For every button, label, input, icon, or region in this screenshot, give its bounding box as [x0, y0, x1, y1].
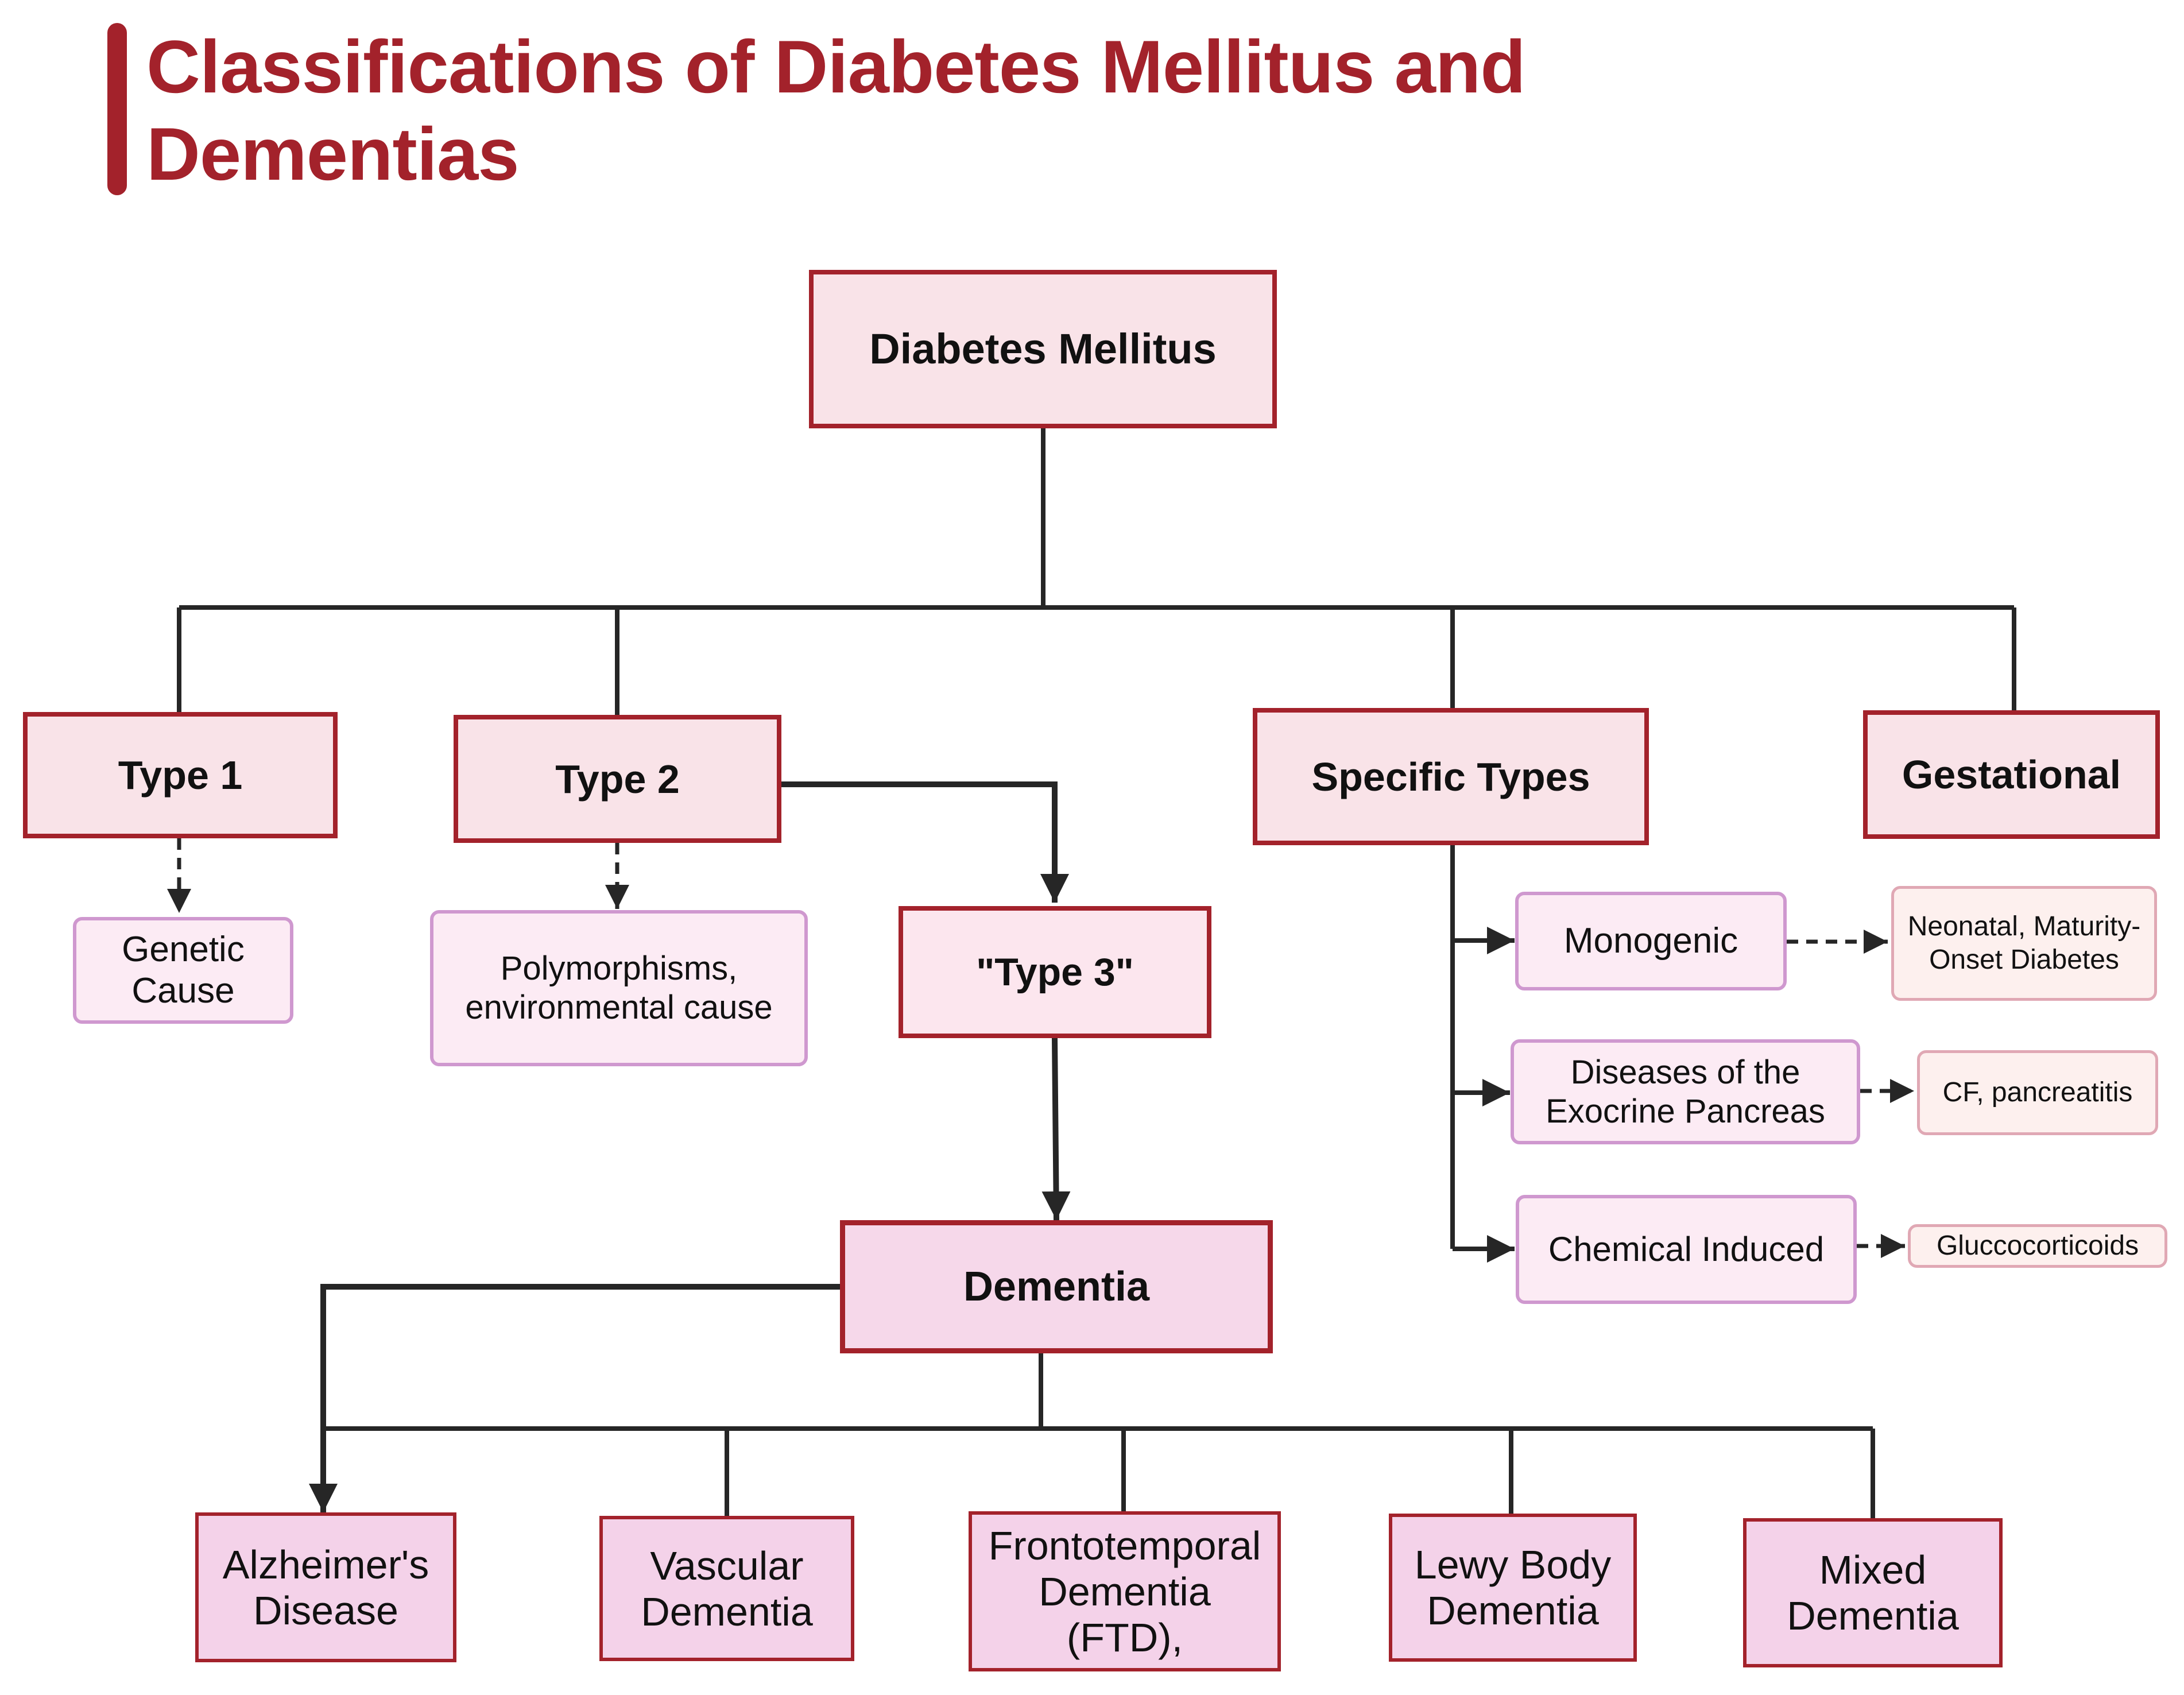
- diabetes-mellitus-label: Diabetes Mellitus: [869, 325, 1217, 373]
- chemical-example-box: Gluccocorticoids: [1908, 1224, 2167, 1268]
- dementia-type-label: Frontotemporal Dementia (FTD),: [988, 1523, 1261, 1660]
- gestational-label: Gestational: [1902, 752, 2121, 797]
- polymorphisms-label: Polymorphisms, environmental cause: [465, 950, 773, 1026]
- dementia-type-frontotemporal: Frontotemporal Dementia (FTD),: [969, 1511, 1281, 1671]
- monogenic-example-label: Neonatal, Maturity-Onset Diabetes: [1907, 911, 2141, 975]
- specific-types-box: Specific Types: [1253, 708, 1649, 845]
- page-title: Classifications of Diabetes Mellitus and…: [146, 25, 1526, 196]
- monogenic-label: Monogenic: [1563, 921, 1738, 961]
- exocrine-example-box: CF, pancreatitis: [1917, 1050, 2158, 1135]
- chemical-induced-label: Chemical Induced: [1548, 1230, 1825, 1268]
- specific-types-label: Specific Types: [1311, 754, 1590, 799]
- dementia-type-label: Vascular Dementia: [641, 1543, 813, 1634]
- type3-box: "Type 3": [899, 906, 1211, 1038]
- type3-to-dementia-arrow: [1041, 1038, 1071, 1221]
- dementia-type-label: Lewy Body Dementia: [1414, 1542, 1612, 1633]
- dementia-type-mixed: Mixed Dementia: [1743, 1518, 2003, 1667]
- type2-label: Type 2: [555, 756, 680, 802]
- type1-box: Type 1: [23, 712, 338, 838]
- monogenic-box: Monogenic: [1515, 892, 1787, 990]
- polymorphisms-box: Polymorphisms, environmental cause: [430, 910, 808, 1066]
- dementia-type-label: Mixed Dementia: [1787, 1547, 1959, 1638]
- genetic-cause-label: Genetic Cause: [122, 930, 245, 1011]
- dementia-type-lewy-body: Lewy Body Dementia: [1389, 1514, 1637, 1662]
- monogenic-example-box: Neonatal, Maturity-Onset Diabetes: [1891, 886, 2157, 1001]
- genetic-cause-box: Genetic Cause: [73, 917, 293, 1024]
- exocrine-example-label: CF, pancreatitis: [1942, 1077, 2133, 1108]
- type2-to-type3-arrow: [781, 781, 1069, 903]
- chemical-example-label: Gluccocorticoids: [1936, 1230, 2139, 1261]
- dementia-type-label: Alzheimer's Disease: [222, 1542, 429, 1633]
- title-accent-bar: [107, 23, 127, 195]
- dementia-type-alzheimers: Alzheimer's Disease: [195, 1512, 456, 1662]
- dementia-label: Dementia: [963, 1264, 1150, 1310]
- exocrine-pancreas-label: Diseases of the Exocrine Pancreas: [1546, 1053, 1825, 1130]
- type2-box: Type 2: [454, 715, 781, 843]
- diabetes-mellitus-box: Diabetes Mellitus: [809, 270, 1277, 428]
- dementia-to-alzheimers-arrow: [309, 1284, 840, 1512]
- dementia-box: Dementia: [840, 1220, 1273, 1353]
- dementia-type-vascular: Vascular Dementia: [599, 1516, 854, 1661]
- exocrine-pancreas-box: Diseases of the Exocrine Pancreas: [1511, 1039, 1860, 1144]
- type1-label: Type 1: [118, 753, 243, 798]
- gestational-box: Gestational: [1863, 710, 2160, 839]
- chemical-induced-box: Chemical Induced: [1516, 1195, 1857, 1304]
- type3-label: "Type 3": [976, 950, 1134, 994]
